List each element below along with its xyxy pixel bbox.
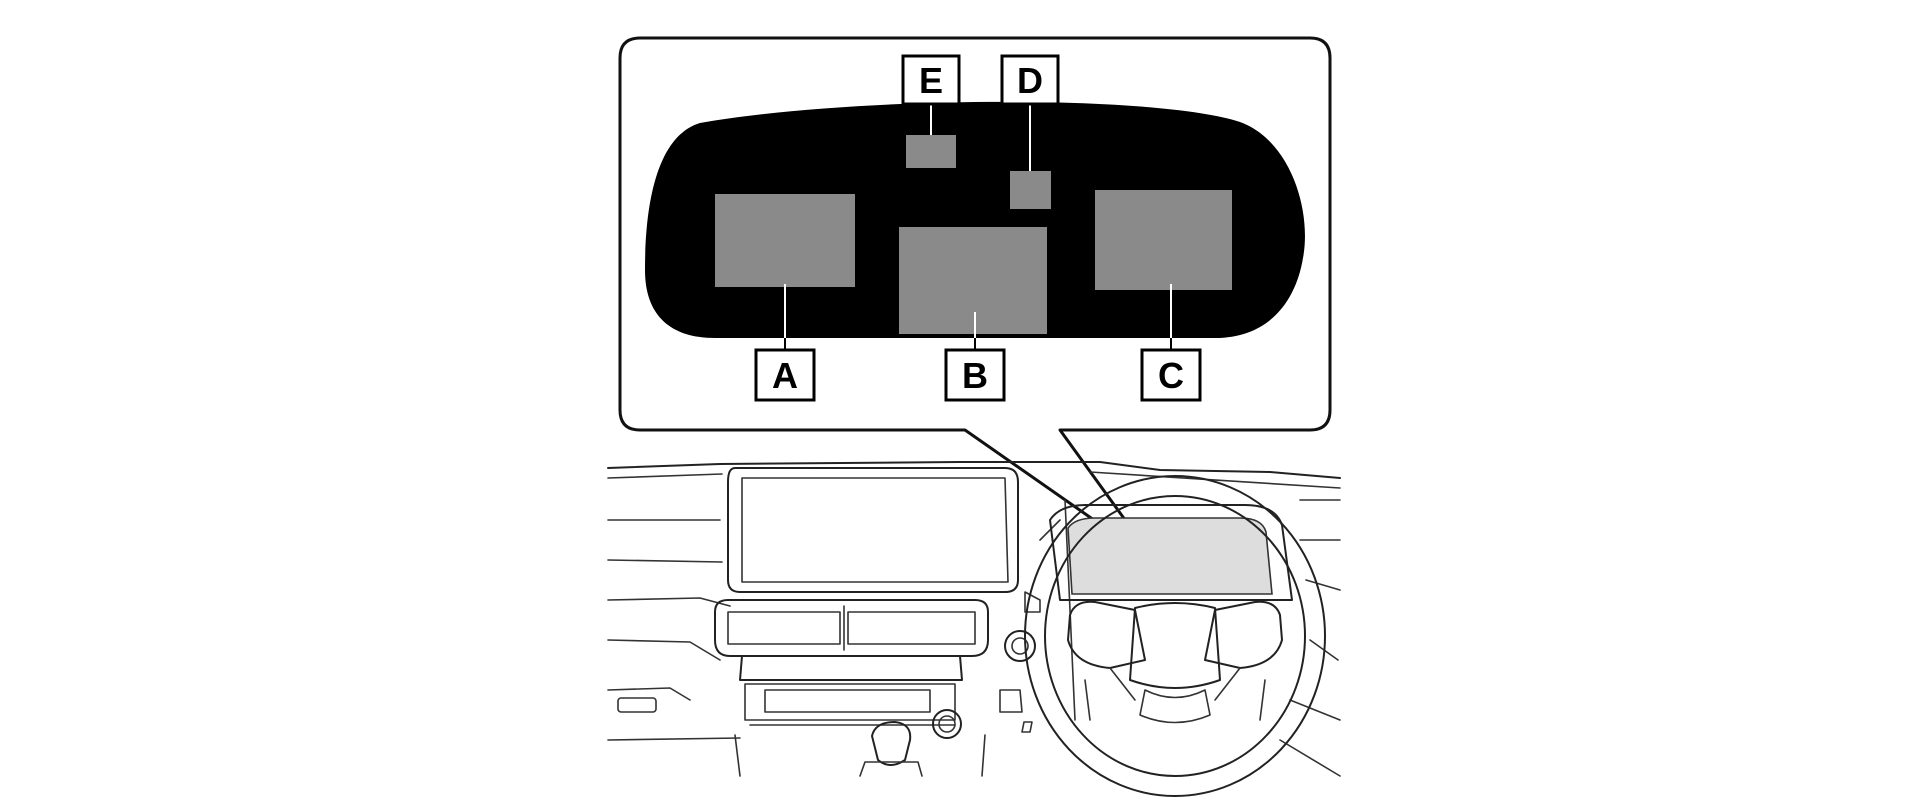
callout-label-c: C	[1140, 348, 1202, 402]
instrument-cluster	[1049, 504, 1293, 601]
callout-label-a: A	[754, 348, 816, 402]
zoom-callout: A B C D E	[618, 36, 1332, 566]
dashboard-line-drawing	[607, 461, 1341, 797]
gear-shifter	[859, 721, 923, 777]
callout-text-a: A	[772, 355, 798, 396]
callout-text-e: E	[919, 60, 943, 101]
callout-label-d: D	[1000, 54, 1060, 106]
display-area-c	[1095, 190, 1232, 290]
callout-text-d: D	[1017, 60, 1043, 101]
center-vents	[714, 599, 989, 657]
center-screen	[727, 467, 1019, 593]
cluster-highlight	[1067, 517, 1273, 595]
callout-label-b: B	[944, 348, 1006, 402]
leader-lines	[784, 104, 1172, 338]
callout-label-e: E	[901, 54, 961, 106]
display-area-a	[715, 194, 855, 287]
steering-wheel	[1024, 475, 1326, 797]
callout-text-c: C	[1158, 355, 1184, 396]
callout-text-b: B	[962, 355, 988, 396]
display-area-d	[1010, 171, 1051, 209]
display-area-e	[906, 135, 956, 168]
display-area-b	[899, 227, 1047, 334]
